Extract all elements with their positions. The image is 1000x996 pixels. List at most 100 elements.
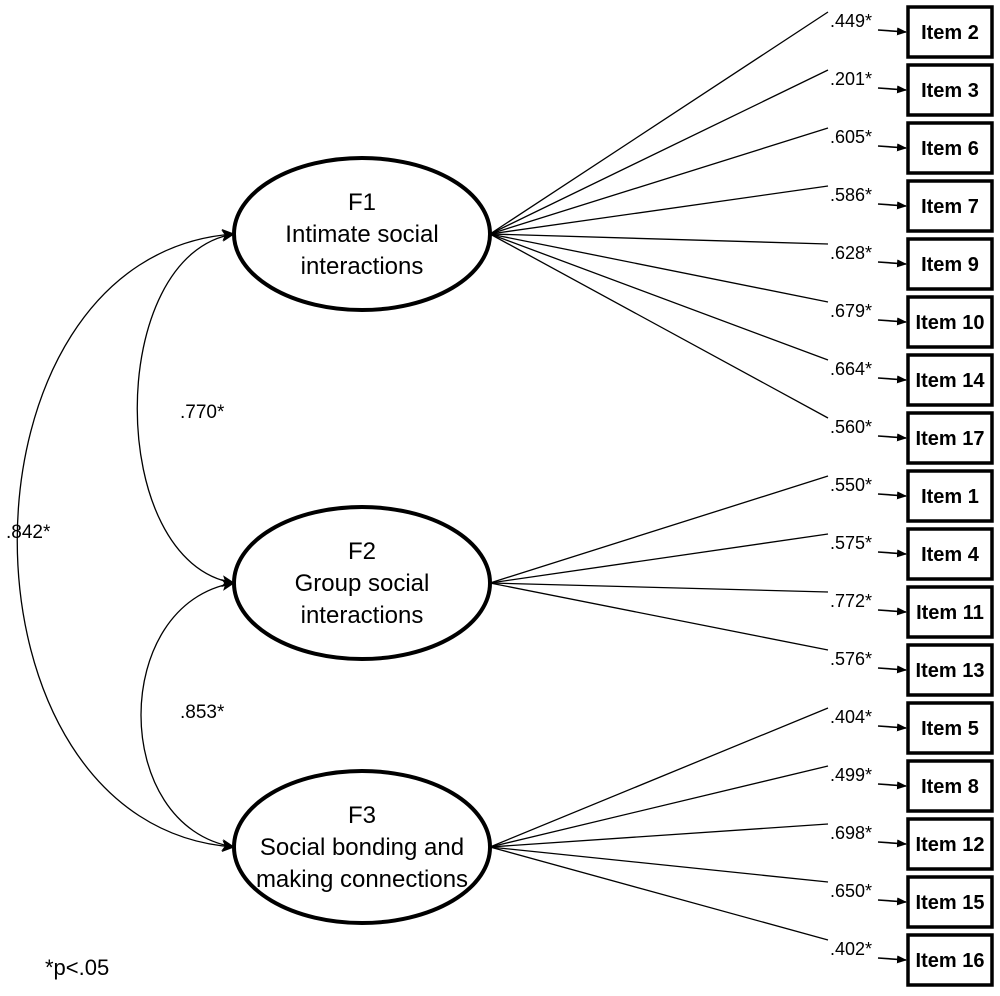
loading-path bbox=[489, 11, 829, 235]
loading-arrow bbox=[877, 433, 907, 442]
item-box-item-17: Item 17 bbox=[906, 411, 994, 465]
item-box-item-6: Item 6 bbox=[906, 121, 994, 175]
loading-value: .449* bbox=[830, 11, 872, 31]
loading-arrow bbox=[877, 723, 907, 732]
item-label: Item 16 bbox=[916, 950, 985, 972]
loading-value: .402* bbox=[830, 939, 872, 959]
correlation-arcs bbox=[16, 228, 235, 853]
loading-value: .605* bbox=[830, 127, 872, 147]
factor-label-line: interactions bbox=[301, 602, 424, 629]
item-label: Item 3 bbox=[921, 80, 979, 102]
item-rect bbox=[906, 5, 994, 59]
item-box-item-4: Item 4 bbox=[906, 527, 994, 581]
loading-path bbox=[489, 582, 829, 651]
loading-arrow bbox=[877, 85, 907, 94]
item-box-item-5: Item 5 bbox=[906, 701, 994, 755]
item-rect bbox=[906, 237, 994, 291]
loading-value: .404* bbox=[830, 707, 872, 727]
item-box-item-9: Item 9 bbox=[906, 237, 994, 291]
loading-value: .550* bbox=[830, 475, 872, 495]
item-box-item-13: Item 13 bbox=[906, 643, 994, 697]
item-box-item-14: Item 14 bbox=[906, 353, 994, 407]
item-label: Item 2 bbox=[921, 22, 979, 44]
loading-path bbox=[489, 823, 829, 848]
correlation-arc-f1-f3 bbox=[16, 228, 235, 853]
item-box-item-12: Item 12 bbox=[906, 817, 994, 871]
correlation-value: .853* bbox=[180, 702, 225, 723]
loading-value: .628* bbox=[830, 243, 872, 263]
item-rect bbox=[906, 527, 994, 581]
factor-label-line: F1 bbox=[348, 189, 376, 216]
item-label: Item 7 bbox=[921, 196, 979, 218]
loading-arrow bbox=[877, 259, 907, 268]
item-label: Item 14 bbox=[916, 370, 986, 392]
loading-paths bbox=[489, 11, 907, 964]
factor-label-line: Group social bbox=[295, 570, 430, 597]
loading-arrow bbox=[877, 607, 907, 616]
factor-ellipse bbox=[232, 156, 492, 312]
loading-path bbox=[489, 475, 829, 584]
item-label: Item 13 bbox=[916, 660, 985, 682]
loading-path bbox=[489, 582, 829, 593]
factor-label-line: F3 bbox=[348, 802, 376, 829]
item-rect bbox=[906, 701, 994, 755]
loading-value: .679* bbox=[830, 301, 872, 321]
item-box-item-2: Item 2 bbox=[906, 5, 994, 59]
item-rect bbox=[906, 585, 994, 639]
item-box-item-3: Item 3 bbox=[906, 63, 994, 117]
item-rect bbox=[906, 353, 994, 407]
item-label: Item 15 bbox=[916, 892, 985, 914]
item-rect bbox=[906, 643, 994, 697]
loading-arrow bbox=[877, 27, 907, 36]
loading-value: .664* bbox=[830, 359, 872, 379]
item-box-item-10: Item 10 bbox=[906, 295, 994, 349]
loading-path bbox=[489, 69, 829, 235]
factor-label-line: F2 bbox=[348, 538, 376, 565]
correlation-labels: .770*.853*.842* bbox=[6, 402, 225, 723]
item-label: Item 9 bbox=[921, 254, 979, 276]
factor-ellipse bbox=[232, 769, 492, 925]
loading-arrow bbox=[877, 839, 907, 848]
loading-value: .560* bbox=[830, 417, 872, 437]
item-rect bbox=[906, 933, 994, 987]
loading-path bbox=[489, 233, 829, 361]
loading-value: .499* bbox=[830, 765, 872, 785]
item-rect bbox=[906, 63, 994, 117]
factor-label-line: interactions bbox=[301, 253, 424, 280]
item-rect bbox=[906, 817, 994, 871]
factor-label-line: making connections bbox=[256, 866, 468, 893]
item-label: Item 1 bbox=[921, 486, 979, 508]
loading-path bbox=[489, 185, 829, 235]
factor-label-line: Social bonding and bbox=[260, 834, 464, 861]
item-rect bbox=[906, 469, 994, 523]
loading-path bbox=[489, 846, 829, 883]
loading-arrow bbox=[877, 491, 907, 500]
loading-path bbox=[489, 233, 829, 245]
loading-path bbox=[489, 127, 829, 235]
loading-path bbox=[489, 846, 829, 941]
loading-path bbox=[489, 533, 829, 584]
item-rect bbox=[906, 179, 994, 233]
item-box-item-8: Item 8 bbox=[906, 759, 994, 813]
correlation-value: .842* bbox=[6, 522, 51, 543]
items: Item 2 Item 3 Item 6 Item 7 Item 9 Item 10 Ite… bbox=[906, 5, 994, 987]
loading-path bbox=[489, 233, 829, 419]
item-box-item-15: Item 15 bbox=[906, 875, 994, 929]
item-box-item-7: Item 7 bbox=[906, 179, 994, 233]
item-label: Item 12 bbox=[916, 834, 985, 856]
item-label: Item 4 bbox=[921, 544, 980, 566]
loading-arrow bbox=[877, 781, 907, 790]
item-box-item-11: Item 11 bbox=[906, 585, 994, 639]
item-rect bbox=[906, 411, 994, 465]
item-label: Item 8 bbox=[921, 776, 979, 798]
loading-path bbox=[489, 765, 829, 848]
item-label: Item 17 bbox=[916, 428, 985, 450]
item-box-item-16: Item 16 bbox=[906, 933, 994, 987]
item-rect bbox=[906, 759, 994, 813]
correlation-arc-f2-f3 bbox=[140, 579, 235, 851]
loading-value: .650* bbox=[830, 881, 872, 901]
loading-path bbox=[489, 233, 829, 303]
